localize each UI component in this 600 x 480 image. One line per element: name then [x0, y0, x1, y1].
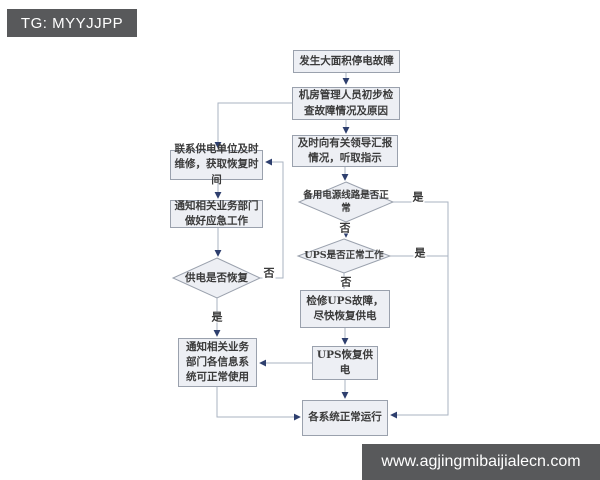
node-repair-ups: 检修UPS故障，尽快恢复供电: [300, 290, 390, 328]
node-initial-check: 机房管理人员初步检查故障情况及原因: [292, 87, 400, 120]
ups-decision-diamond: [296, 238, 392, 274]
watermark-url-bar: www.agjingmibaijialecn.com: [362, 444, 600, 480]
edge-backup-yes-to-systems: [390, 201, 449, 419]
node-contact-supplier: 联系供电单位及时维修，获取恢复时间: [170, 143, 263, 186]
edge-label-yes-ups: 是: [413, 246, 427, 260]
decision-power-restored-label: 供电是否恢复: [185, 271, 248, 284]
edge-label-no-ups: 否: [339, 275, 353, 289]
node-report-leaders: 及时向有关领导汇报情况，听取指示: [292, 135, 398, 167]
decision-backup-power-label: 备用电源线路是否正常: [303, 189, 389, 214]
node-notify-emergency: 通知相关业务部门做好应急工作: [170, 200, 263, 228]
backup-power-decision-diamond: [297, 181, 395, 223]
node-ups-restored: UPS恢复供电: [312, 346, 378, 380]
edge-check-to-contact: [214, 102, 292, 149]
edge-notify-normal-to-systems: [216, 387, 301, 421]
decision-ups-label: UPS是否正常工作: [304, 250, 384, 262]
node-notify-normal-use: 通知相关业务部门各信息系统可正常使用: [178, 338, 257, 387]
edge-label-no-power-restored: 否: [262, 266, 276, 280]
node-systems-normal: 各系统正常运行: [302, 400, 388, 436]
edge-power-no-loop: [260, 158, 284, 279]
power-restored-decision-diamond: [171, 257, 262, 299]
node-start: 发生大面积停电故障: [293, 50, 400, 73]
edge-label-no-backup-power: 否: [338, 221, 352, 235]
watermark-telegram-badge: TG: MYYJJPP: [7, 9, 137, 37]
edge-label-yes-power-restored: 是: [210, 310, 224, 324]
edge-label-yes-backup-power: 是: [411, 190, 425, 204]
